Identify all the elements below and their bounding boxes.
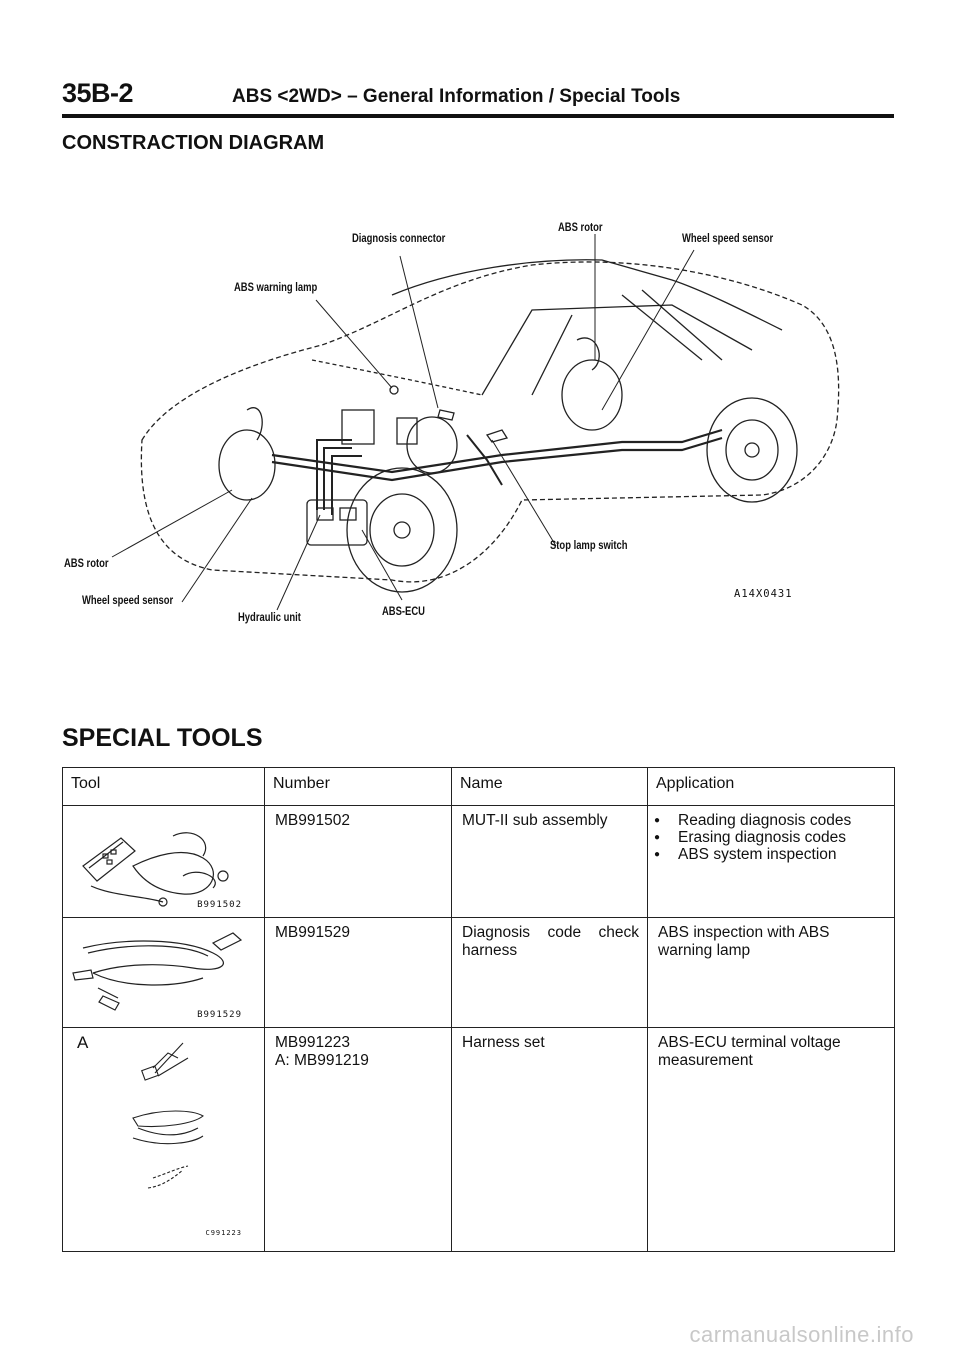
label-wheel-speed-sensor-left: Wheel speed sensor <box>82 595 174 607</box>
tool-code: B991529 <box>197 1010 242 1020</box>
tool-code: B991502 <box>197 900 242 910</box>
label-stop-lamp-switch: Stop lamp switch <box>550 540 628 552</box>
tool-name: MUT-II sub assembly <box>462 812 608 829</box>
application-list: Reading diagnosis codes Erasing diagnosi… <box>648 806 894 863</box>
table-row: B991529 MB991529 Diagnosis code check ha… <box>62 917 895 1028</box>
label-hydraulic-unit: Hydraulic unit <box>238 612 301 624</box>
tool-number: MB991529 <box>275 924 350 941</box>
tool-name-cell: MUT-II sub assembly <box>451 805 648 918</box>
application-item: Erasing diagnosis codes <box>654 829 894 846</box>
mut-ii-sub-assembly-illustration <box>82 832 229 907</box>
tool-name-cell: Diagnosis code check harness <box>451 917 648 1028</box>
harness-set-illustration <box>132 1042 204 1189</box>
tool-name: Diagnosis code check harness <box>462 924 639 959</box>
tool-application: ABS-ECU terminal voltage measurement <box>658 1034 841 1069</box>
page-header-title: ABS <2WD> – General Information / Specia… <box>232 86 681 107</box>
figure-id: A14X0431 <box>734 588 793 600</box>
header-rule <box>62 114 894 118</box>
table-row: B991502 MB991502 MUT-II sub assembly Rea… <box>62 805 895 918</box>
tool-image-cell: B991529 <box>62 917 265 1028</box>
table-header-row: Tool Number Name Application <box>62 767 895 806</box>
column-header-tool: Tool <box>62 767 265 806</box>
tool-application-cell: ABS-ECU terminal voltage measurement <box>647 1027 895 1252</box>
table-row: A C991223 MB991223 A: MB991219 <box>62 1027 895 1252</box>
column-header-number: Number <box>264 767 452 806</box>
label-abs-warning-lamp: ABS warning lamp <box>234 282 318 294</box>
construction-diagram-heading: CONSTRACTION DIAGRAM <box>62 132 325 154</box>
tool-variant-label: A <box>77 1033 89 1052</box>
special-tools-table: Tool Number Name Application B991502 <box>62 767 895 1252</box>
column-header-name: Name <box>451 767 648 806</box>
label-diagnosis-connector: Diagnosis connector <box>352 233 446 245</box>
page-number: 35B-2 <box>62 78 134 108</box>
tool-application-cell: ABS inspection with ABS warning lamp <box>647 917 895 1028</box>
car-abs-illustration <box>111 234 840 611</box>
construction-diagram: Diagnosis connector ABS rotor Wheel spee… <box>62 210 892 650</box>
tool-application: ABS inspection with ABS warning lamp <box>658 924 830 959</box>
label-wheel-speed-sensor-top: Wheel speed sensor <box>682 233 774 245</box>
tool-number: MB991223 <box>275 1034 350 1051</box>
tool-number: MB991502 <box>275 812 350 829</box>
tool-name: Harness set <box>462 1034 545 1051</box>
label-abs-rotor-top: ABS rotor <box>558 222 603 234</box>
column-header-application: Application <box>647 767 895 806</box>
special-tools-heading: SPECIAL TOOLS <box>62 724 263 752</box>
tool-code: C991223 <box>205 1229 242 1237</box>
tool-name-cell: Harness set <box>451 1027 648 1252</box>
diagnosis-code-check-harness-illustration <box>72 932 243 1011</box>
label-abs-ecu: ABS-ECU <box>382 606 425 618</box>
tool-number-variant: A: MB991219 <box>275 1052 369 1069</box>
application-item: ABS system inspection <box>654 846 894 863</box>
tool-application-cell: Reading diagnosis codes Erasing diagnosi… <box>647 805 895 918</box>
tool-image-cell: B991502 <box>62 805 265 918</box>
tool-image-cell: A C991223 <box>62 1027 265 1252</box>
tool-number-cell: MB991223 A: MB991219 <box>264 1027 452 1252</box>
watermark: carmanualsonline.info <box>689 1322 914 1347</box>
tool-number-cell: MB991502 <box>264 805 452 918</box>
label-abs-rotor-left: ABS rotor <box>64 558 109 570</box>
tool-number-cell: MB991529 <box>264 917 452 1028</box>
application-item: Reading diagnosis codes <box>654 812 894 829</box>
